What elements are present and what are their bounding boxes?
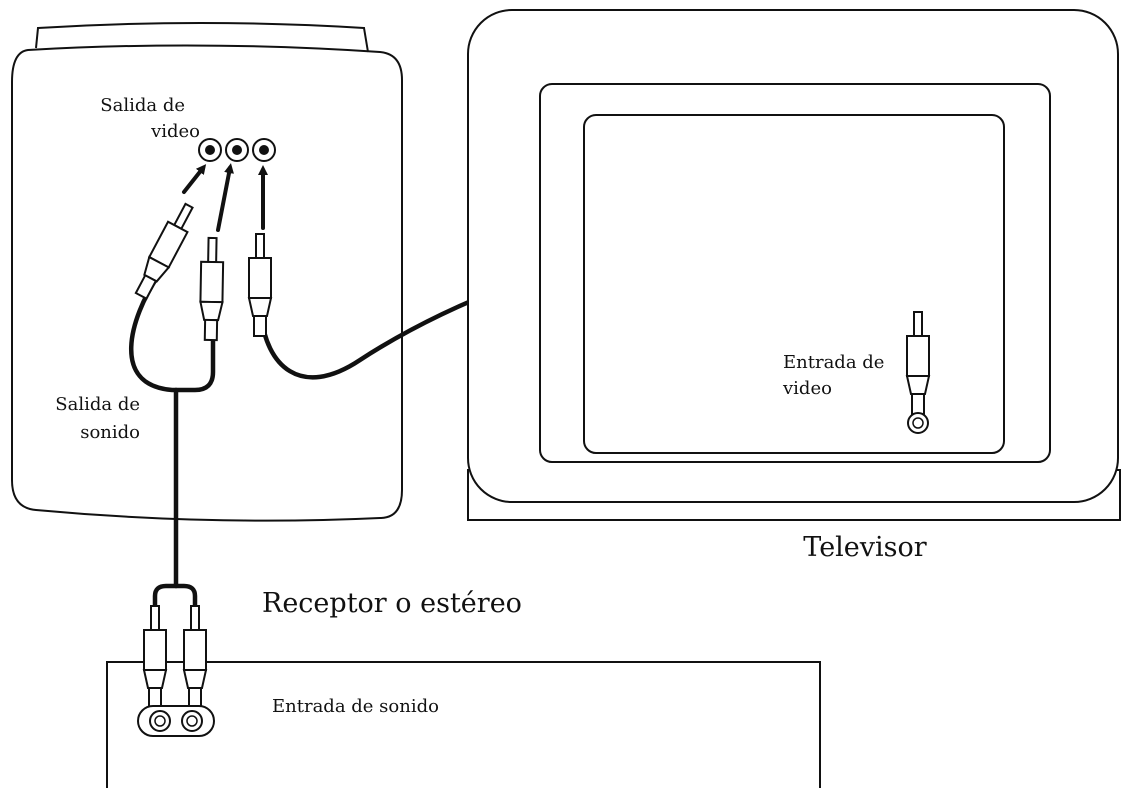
tv-video-input-label-line1: Entrada de [783, 352, 884, 373]
audio-plug-receiver-right [183, 605, 207, 709]
audio-plug-tilted [130, 199, 200, 302]
video-output-label-line1: Salida de [100, 95, 185, 116]
video-plug-source [248, 233, 272, 337]
source-device-top-lip [35, 22, 369, 53]
audio-input-label: Entrada de sonido [272, 696, 439, 717]
television: Entrada de video Televisor [467, 9, 1121, 563]
tv-screen [583, 114, 1005, 454]
audio-plug-straight [198, 236, 225, 342]
receiver-label: Receptor o estéreo [262, 588, 522, 619]
audio-output-label-line2: sonido [80, 422, 140, 443]
audio-cable-split [152, 583, 198, 615]
source-device-body [11, 44, 403, 522]
receiver-audio-input-jacks [137, 705, 215, 737]
video-output-jack [198, 138, 222, 162]
audio-plug-receiver-left [143, 605, 167, 709]
arrow-into-jack-2 [216, 163, 234, 232]
receiver-body [106, 661, 821, 788]
video-output-label-line2: video [150, 121, 200, 142]
arrow-into-jack-1 [182, 164, 207, 194]
tv-bezel [539, 83, 1051, 463]
audio-output-label-line1: Salida de [55, 394, 140, 415]
receiver: Receptor o estéreo Entrada de sonido [106, 583, 821, 788]
audio-output-jack-left [225, 138, 249, 162]
audio-cable-loop [129, 273, 216, 393]
tv-cabinet [467, 9, 1119, 503]
tv-label: Televisor [803, 532, 927, 563]
tv-video-input-label-line2: video [782, 378, 832, 399]
tv-video-input-jack [907, 412, 929, 434]
audio-output-jack-right [252, 138, 276, 162]
